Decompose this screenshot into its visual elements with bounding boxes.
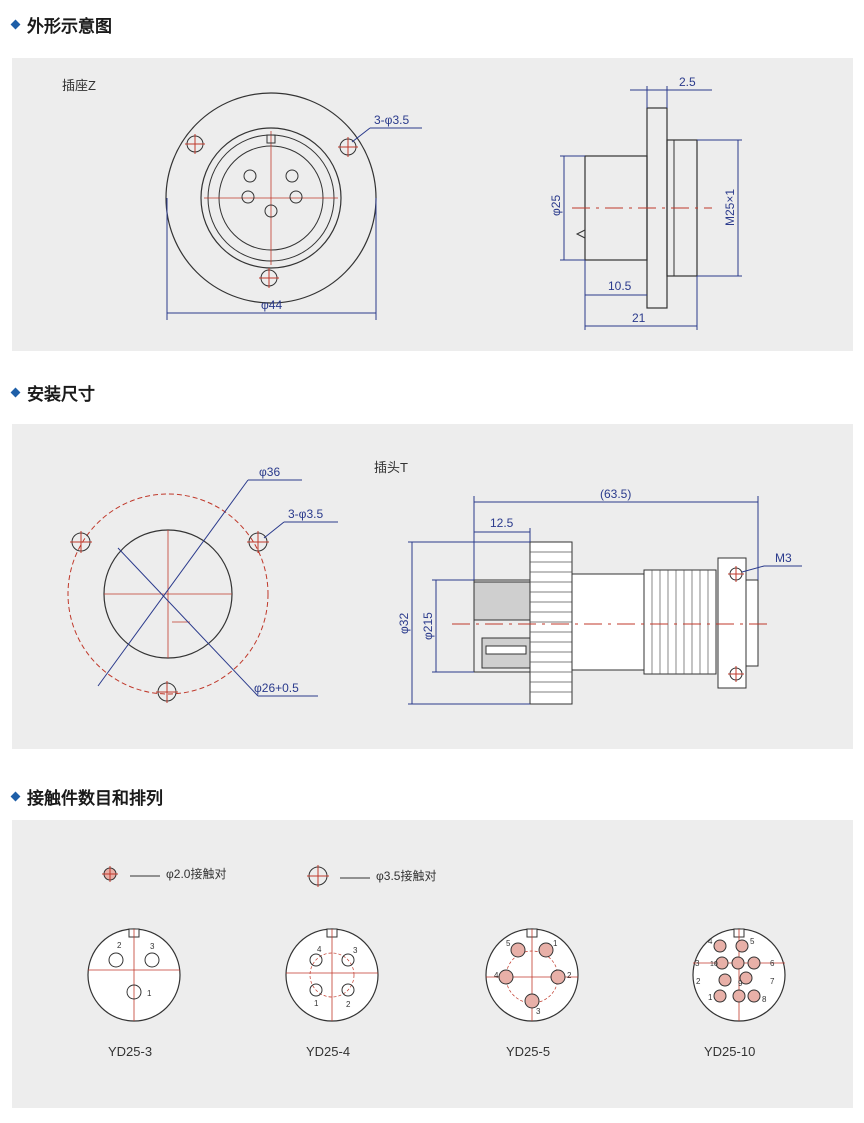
plug-shell <box>571 573 645 671</box>
panel-mounting: φ36 3-φ3.5 φ26+0.5 插头T <box>12 424 853 749</box>
layout-name: YD25-10 <box>704 1044 755 1059</box>
section-heading: 接触件数目和排列 <box>27 789 163 808</box>
overall-length-label: (63.5) <box>600 487 631 501</box>
svg-text:3: 3 <box>536 1007 541 1016</box>
bolt-circle-label: φ36 <box>259 465 280 479</box>
panel-outline: 插座Z 3-φ3.5 φ44 <box>12 58 853 351</box>
outline-drawing: 插座Z 3-φ3.5 φ44 <box>62 75 742 330</box>
screw-label: M3 <box>775 551 792 565</box>
pin-3 <box>241 190 255 204</box>
flange-thickness-label: 2.5 <box>679 75 696 89</box>
panel-contacts: φ2.0接触对 φ3.5接触对 2 3 1 YD25-3 <box>12 820 853 1108</box>
layout-yd25-10: 4 5 3 10 6 2 9 7 1 8 <box>692 928 786 1022</box>
svg-text:1: 1 <box>314 999 319 1008</box>
svg-text:8: 8 <box>762 995 767 1004</box>
bolt-circle-leader <box>97 479 249 687</box>
mount-hole-2 <box>338 137 358 157</box>
svg-text:3: 3 <box>353 946 358 955</box>
svg-text:4: 4 <box>317 945 322 954</box>
screw-2 <box>728 666 744 682</box>
layout-name: YD25-3 <box>108 1044 152 1059</box>
svg-text:1: 1 <box>708 993 713 1002</box>
cutout-label: φ26+0.5 <box>254 681 299 695</box>
insert-hatch <box>473 581 531 621</box>
total-length-label: 21 <box>632 311 646 325</box>
mounting-drawing: φ36 3-φ3.5 φ26+0.5 插头T <box>67 460 802 705</box>
holes-label: 3-φ3.5 <box>374 113 409 127</box>
body-length-label: 10.5 <box>608 279 632 293</box>
diamond-bullet-icon <box>10 387 21 398</box>
section-heading: 安装尺寸 <box>27 385 95 404</box>
diameter-label: φ44 <box>261 298 282 312</box>
coupling-nut <box>529 541 573 705</box>
svg-text:2: 2 <box>117 941 122 950</box>
holes-leader <box>351 127 371 143</box>
layout-name: YD25-4 <box>306 1044 350 1059</box>
bolt-circle <box>67 493 269 695</box>
layout-name: YD25-5 <box>506 1044 550 1059</box>
svg-text:2: 2 <box>567 971 572 980</box>
cable-exit <box>745 579 759 667</box>
svg-text:6: 6 <box>770 959 775 968</box>
clamp-body <box>643 569 717 675</box>
svg-text:2: 2 <box>346 1000 351 1009</box>
layout-yd25-4: 4 3 1 2 <box>285 928 379 1022</box>
key-tab <box>575 229 586 239</box>
svg-text:9: 9 <box>738 979 743 988</box>
cable-clamp <box>717 557 747 689</box>
pin-2 <box>285 169 299 183</box>
section-title-contacts: 接触件数目和排列 <box>10 784 163 809</box>
thread-label: M25×1 <box>723 189 737 226</box>
body-diameter-label: φ25 <box>549 195 563 216</box>
outer-diameter-label: φ32 <box>397 613 411 634</box>
cutout-leader <box>117 547 259 697</box>
layout-yd25-3: 2 3 1 <box>87 928 181 1022</box>
pin-4 <box>289 190 303 204</box>
legend-small-label: φ2.0接触对 <box>166 866 226 881</box>
svg-text:1: 1 <box>553 939 558 948</box>
pin-5 <box>264 204 278 218</box>
svg-text:4: 4 <box>708 937 713 946</box>
inner-diameter-label: φ215 <box>421 612 435 640</box>
legend-large-label: φ3.5接触对 <box>376 868 436 883</box>
layout-yd25-5: 5 1 4 2 3 <box>485 928 579 1022</box>
svg-text:3: 3 <box>695 959 700 968</box>
svg-text:10: 10 <box>710 961 718 968</box>
svg-text:7: 7 <box>770 977 775 986</box>
key-slot <box>266 134 276 144</box>
mount-hole-3 <box>259 268 279 288</box>
holes-label: 3-φ3.5 <box>288 507 323 521</box>
screw-1 <box>728 566 744 582</box>
clamp-knurl <box>651 570 709 674</box>
socket-label: 插座Z <box>62 78 96 93</box>
mount-hole-2 <box>247 531 269 553</box>
nut-length-label: 12.5 <box>490 516 514 530</box>
svg-text:2: 2 <box>696 977 701 986</box>
svg-text:5: 5 <box>750 937 755 946</box>
plug-label: 插头T <box>374 460 408 475</box>
section-title-outline: 外形示意图 <box>10 12 112 37</box>
contacts-drawing: φ2.0接触对 φ3.5接触对 2 3 1 YD25-3 <box>87 865 786 1059</box>
diamond-bullet-icon <box>10 791 21 802</box>
mount-hole-1 <box>70 531 92 553</box>
legend-large-contact-icon <box>307 865 329 887</box>
svg-text:3: 3 <box>150 942 155 951</box>
pin-1 <box>243 169 257 183</box>
contact-pin <box>485 645 527 655</box>
mount-hole-1 <box>185 134 205 154</box>
svg-text:5: 5 <box>506 939 511 948</box>
mount-hole-3 <box>156 681 178 703</box>
svg-text:1: 1 <box>147 989 152 998</box>
diamond-bullet-icon <box>10 19 21 30</box>
body-outer-circle <box>200 127 342 269</box>
svg-text:4: 4 <box>494 971 499 980</box>
legend-small-contact-icon <box>102 866 118 882</box>
nut-knurl <box>530 551 572 693</box>
section-title-mounting: 安装尺寸 <box>10 380 95 405</box>
section-heading: 外形示意图 <box>27 17 112 36</box>
